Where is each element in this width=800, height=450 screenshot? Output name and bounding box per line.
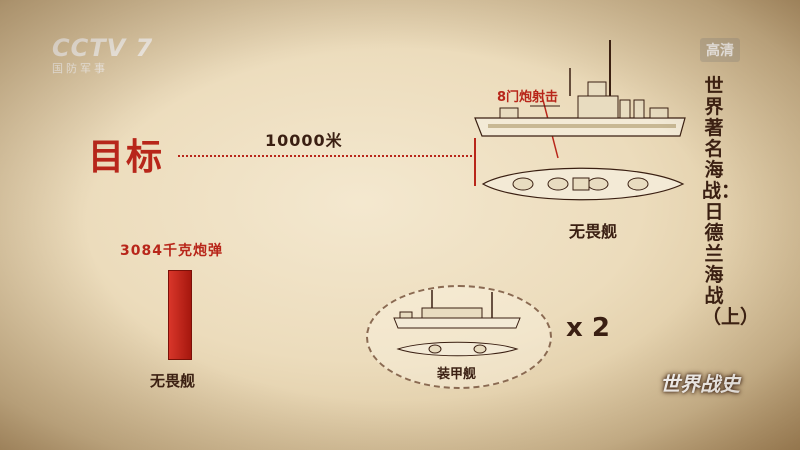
channel-sub-text: 国防军事 [52,62,108,75]
target-marker-line [474,138,476,186]
shell-weight-bar [168,270,192,360]
hd-badge: 高清 [700,38,740,62]
armored-ship-top-illustration [396,341,519,357]
multiplier-label: x 2 [566,313,610,343]
shell-weight-label: 3084千克炮弹 [120,243,223,259]
cctv7-logo: CCTV 7 国防军事 [52,34,153,76]
target-label: 目标 [88,137,165,178]
dreadnought-side-illustration [474,40,686,159]
distance-label: 10000米 [265,131,343,150]
dreadnought-caption: 无畏舰 [569,222,618,241]
program-title-vertical: 世界著名海战：日德兰海战（上） [702,75,760,328]
program-logo: 世界战史 [660,372,740,396]
armored-ship-oval [366,285,552,389]
armored-ship-side-illustration [393,290,521,329]
armored-ship-caption: 装甲舰 [437,367,477,382]
shell-caption: 无畏舰 [150,372,196,390]
distance-dotted-line [178,155,472,157]
channel-logo-text: CCTV 7 [52,34,154,62]
dreadnought-top-illustration [481,167,685,201]
